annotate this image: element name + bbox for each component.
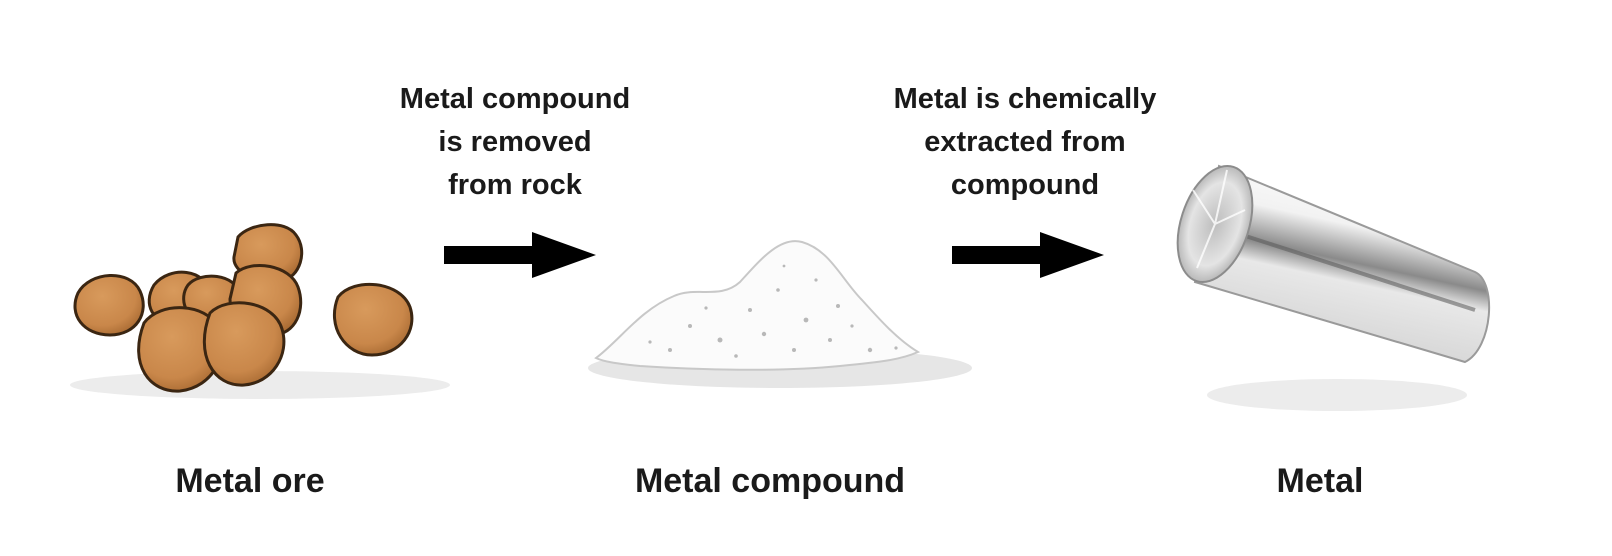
stage-label-compound: Metal compound (634, 462, 906, 500)
arrow-right-icon (444, 232, 596, 278)
step-1-line: from rock (448, 169, 582, 201)
stage-label-ore: Metal ore (175, 462, 325, 500)
ore-rock (332, 282, 414, 357)
step-2-line: Metal is chemically (893, 83, 1157, 115)
ore-rock (202, 301, 286, 387)
step-2-line: compound (950, 169, 1100, 201)
ore-rocks-icon (70, 223, 450, 399)
metal-shadow (1207, 379, 1467, 411)
ore-rock (73, 274, 145, 337)
stage-label-metal: Metal (1276, 462, 1364, 500)
step-1-line: Metal compound (399, 83, 631, 115)
step-1-description: Metal compound is removed from rock (365, 78, 665, 207)
powder-speckles (648, 264, 898, 358)
powder-pile-icon (588, 240, 972, 388)
step-2-description: Metal is chemically extracted from compo… (870, 78, 1180, 207)
step-2-line: extracted from (924, 126, 1126, 158)
metal-cylinder-body (1193, 164, 1491, 364)
arrow-right-icon (952, 232, 1104, 278)
powder-pile (594, 240, 921, 371)
metal-cylinder-icon (1176, 164, 1491, 411)
step-1-line: is removed (438, 126, 592, 158)
